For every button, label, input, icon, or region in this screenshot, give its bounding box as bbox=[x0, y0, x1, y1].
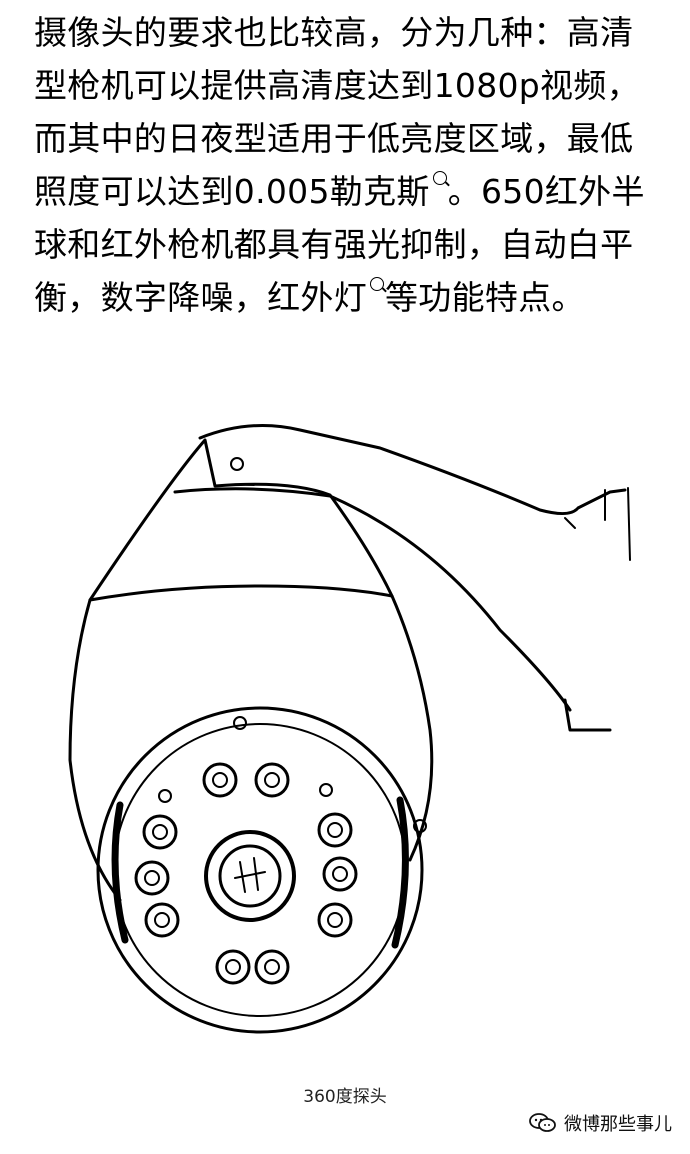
camera-illustration bbox=[68, 424, 631, 1034]
watermark-text: 微博那些事儿 bbox=[564, 1114, 672, 1135]
article-text-part-1: 摄像头的要求也比较高，分为几种：高清型枪机可以提供高清度达到1080p视频，而其… bbox=[34, 13, 640, 211]
search-link-icon[interactable] bbox=[432, 171, 447, 185]
wechat-icon bbox=[529, 1113, 556, 1132]
figure-caption: 360度探头 bbox=[303, 1087, 387, 1107]
article-paragraph: 摄像头的要求也比较高，分为几种：高清型枪机可以提供高清度达到1080p视频，而其… bbox=[34, 6, 664, 324]
article-text-part-2: 。650红外半球和红外枪机都具有强光抑制，自动白平衡，数字降噪，红外灯 bbox=[34, 172, 645, 317]
article-text-part-3: 等功能特点。 bbox=[385, 278, 585, 317]
search-link-icon[interactable] bbox=[370, 277, 384, 291]
article-body: 摄像头的要求也比较高，分为几种：高清型枪机可以提供高清度达到1080p视频，而其… bbox=[34, 6, 664, 324]
watermark: 微博那些事儿 bbox=[528, 1110, 672, 1136]
